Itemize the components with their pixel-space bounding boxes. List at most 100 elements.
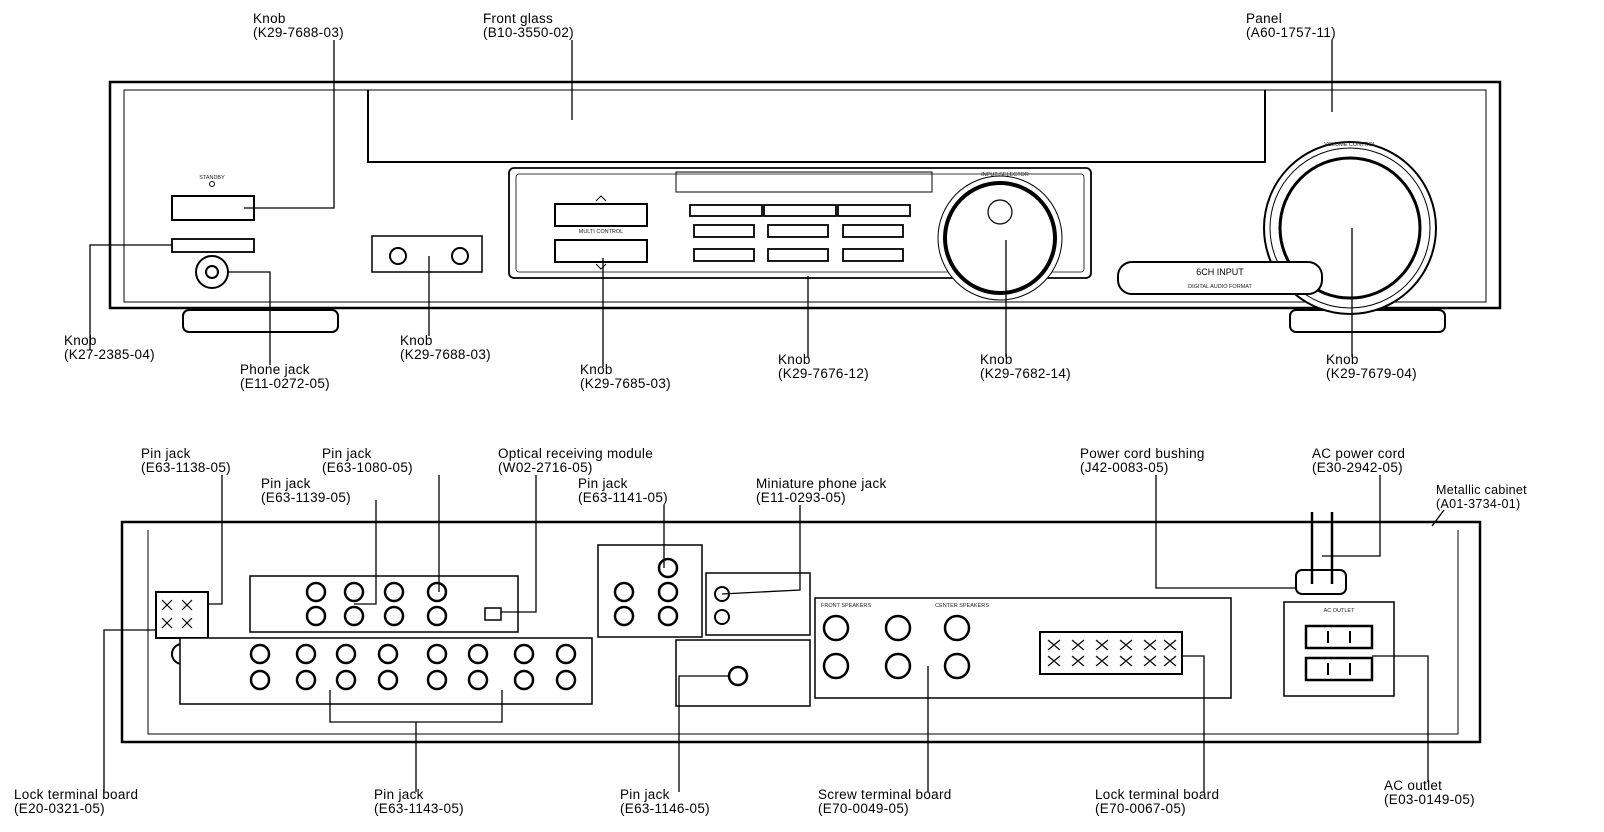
power-cord-bushing-shape	[1295, 569, 1347, 595]
callout-knob-input-name: Knob	[980, 352, 1013, 367]
callout-pin-jack-1080-part: (E63-1080-05)	[322, 460, 413, 475]
indicator-strip	[675, 171, 933, 193]
sixch-badge	[1117, 261, 1323, 295]
front-leaders	[89, 40, 1353, 367]
callout-lock-terminal-0321-name: Lock terminal board	[14, 787, 138, 802]
callout-ac-outlet-name: AC outlet	[1384, 778, 1442, 793]
rear-chassis-inner	[147, 530, 1459, 735]
pin-jacks-lower	[249, 643, 577, 691]
callout-pin-jack-1141-part: (E63-1141-05)	[578, 490, 668, 505]
callout-phone-jack-name: Phone jack	[240, 362, 310, 377]
function-buttons	[689, 204, 911, 262]
front-glass-window	[367, 90, 1266, 163]
callout-metallic-cabinet-name: Metallic cabinet	[1436, 483, 1527, 497]
optical-port	[484, 607, 502, 621]
callout-knob-multi-part: (K29-7685-03)	[580, 376, 671, 391]
callout-lock-terminal-0067-name: Lock terminal board	[1095, 787, 1219, 802]
front-speakers-legend: FRONT SPEAKERS	[821, 603, 871, 609]
preout-block	[597, 544, 703, 638]
callout-metallic-cabinet-part: (A01-3734-01)	[1436, 497, 1521, 511]
subwoofer-jack	[727, 665, 749, 687]
tape-jack-right	[451, 247, 469, 265]
screw-terminals	[822, 614, 971, 680]
input-selector-legend: INPUT SELECTOR	[981, 172, 1029, 178]
ac-outlet-1	[1304, 624, 1374, 650]
front-callouts: Knob (K29-7688-03) Front glass (B10-3550…	[64, 11, 1417, 391]
multi-up-arrow	[595, 195, 607, 202]
sixch-badge-line1: 6CH INPUT	[1196, 267, 1244, 277]
callout-panel-name: Panel	[1246, 11, 1282, 26]
callout-pin-jack-1141-name: Pin jack	[578, 476, 628, 491]
front-unit: 6CH INPUT DIGITAL AUDIO FORMAT STANDBY I…	[108, 80, 1502, 333]
callout-knob-volume-part: (K29-7679-04)	[1326, 366, 1417, 381]
callout-optical-module-name: Optical receiving module	[498, 446, 653, 461]
volume-ring-mid	[1269, 147, 1431, 309]
callout-pin-jack-1138-name: Pin jack	[141, 446, 191, 461]
input-selector-marker	[987, 199, 1013, 225]
lock-terminal-right-pins	[1047, 639, 1177, 667]
callout-optical-module-part: (W02-2716-05)	[498, 460, 593, 475]
pin-jack-block-upper	[249, 575, 519, 633]
callout-pin-jack-1139-name: Pin jack	[261, 476, 311, 491]
power-button	[171, 195, 255, 221]
callout-knob-volume-name: Knob	[1326, 352, 1359, 367]
multi-down-button	[554, 239, 648, 263]
pin-jacks-upper	[305, 581, 448, 627]
callout-pin-jack-1146-part: (E63-1146-05)	[620, 801, 710, 816]
tape-jack-left	[389, 247, 407, 265]
callout-power-cord-bushing-part: (J42-0083-05)	[1080, 460, 1169, 475]
front-chassis	[108, 80, 1502, 310]
volume-control-legend: VOLUME CONTROL	[1324, 142, 1376, 148]
control-panel-inner	[515, 173, 1085, 273]
callout-lock-terminal-0321-part: (E20-0321-05)	[14, 801, 105, 816]
callout-screw-terminal-part: (E70-0049-05)	[818, 801, 909, 816]
standby-led	[209, 181, 215, 187]
callout-front-glass-part: (B10-3550-02)	[483, 25, 574, 40]
sixch-badge-line2: DIGITAL AUDIO FORMAT	[1188, 284, 1252, 290]
callout-mini-phone-jack-name: Miniature phone jack	[756, 476, 887, 491]
ac-outlet-2	[1304, 656, 1374, 682]
callout-phone-jack-part: (E11-0272-05)	[240, 376, 330, 391]
speakers-button	[171, 238, 255, 253]
callout-pin-jack-1146-name: Pin jack	[620, 787, 670, 802]
standby-legend: STANDBY	[199, 175, 225, 181]
callout-ac-power-cord-name: AC power cord	[1312, 446, 1405, 461]
callout-pin-jack-1143-name: Pin jack	[374, 787, 424, 802]
rear-callouts: Pin jack (E63-1138-05) Pin jack (E63-108…	[14, 446, 1527, 816]
callout-panel-part: (A60-1757-11)	[1246, 25, 1336, 40]
multi-control-legend: MULTI CONTROL	[579, 229, 624, 235]
multi-down-arrow	[595, 263, 607, 270]
mini-jack-block	[705, 572, 811, 636]
lock-terminal-right	[1039, 631, 1183, 675]
input-selector-knob	[943, 181, 1057, 295]
multi-up-button	[554, 203, 648, 227]
phones-jack-hole	[205, 265, 219, 279]
callout-knob-tape-part: (K29-7688-03)	[400, 347, 491, 362]
front-chassis-inner	[123, 89, 1487, 303]
lock-terminal-left-pins	[161, 599, 193, 629]
mini-jack-2	[714, 609, 730, 625]
callout-knob-input-part: (K29-7682-14)	[980, 366, 1071, 381]
callout-knob-standby-part: (K29-7688-03)	[253, 25, 344, 40]
ac-outlet-slots	[1327, 631, 1351, 675]
callout-power-cord-bushing-name: Power cord bushing	[1080, 446, 1205, 461]
callout-knob-standby-name: Knob	[253, 11, 286, 26]
ac-outlet-legend: AC OUTLET	[1324, 608, 1356, 614]
callout-front-glass-name: Front glass	[483, 11, 553, 26]
callout-knob-buttons-part: (K29-7676-12)	[778, 366, 869, 381]
callout-pin-jack-1138-part: (E63-1138-05)	[141, 460, 231, 475]
callout-knob-speakers-name: Knob	[64, 333, 97, 348]
callout-knob-tape-name: Knob	[400, 333, 433, 348]
callout-lock-terminal-0067-part: (E70-0067-05)	[1095, 801, 1186, 816]
callout-ac-power-cord-part: (E30-2942-05)	[1312, 460, 1403, 475]
callout-ac-outlet-part: (E03-0149-05)	[1384, 792, 1475, 807]
center-speakers-legend: CENTER SPEAKERS	[935, 603, 989, 609]
callout-knob-multi-name: Knob	[580, 362, 613, 377]
rear-unit: FRONT SPEAKERS CENTER SPEAKERS AC OUTLET	[120, 512, 1482, 744]
callout-screw-terminal-name: Screw terminal board	[818, 787, 952, 802]
rear-leaders	[103, 475, 1445, 792]
callout-pin-jack-1139-part: (E63-1139-05)	[261, 490, 351, 505]
callout-pin-jack-1143-part: (E63-1143-05)	[374, 801, 464, 816]
callout-mini-phone-jack-part: (E11-0293-05)	[756, 490, 846, 505]
